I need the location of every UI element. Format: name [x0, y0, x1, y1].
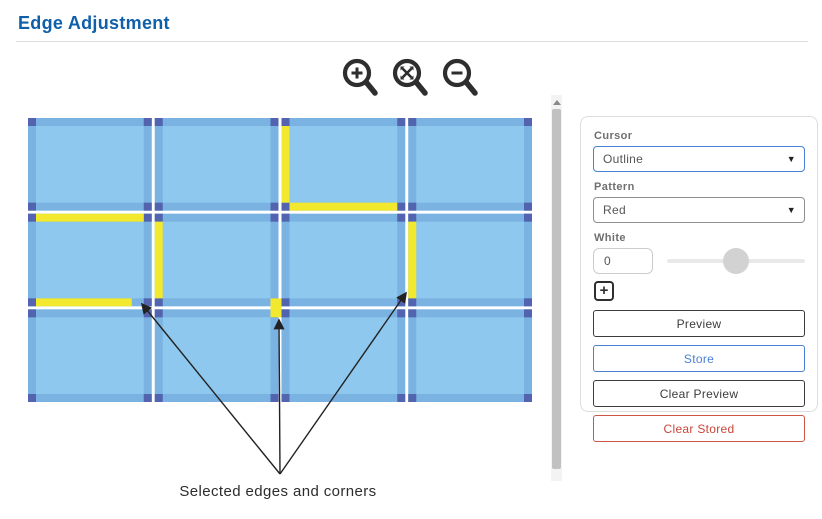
white-slider-thumb[interactable]: [723, 248, 749, 274]
cursor-select-value: Outline: [603, 152, 644, 166]
white-slider[interactable]: [667, 248, 805, 274]
scrollbar-thumb[interactable]: [552, 109, 561, 469]
pattern-select[interactable]: Red ▼: [593, 197, 805, 223]
chevron-down-icon: ▼: [786, 205, 796, 215]
pattern-label: Pattern: [594, 181, 635, 193]
zoom-in-icon: [341, 58, 381, 104]
scroll-up-icon[interactable]: [553, 100, 561, 105]
zoom-out-button[interactable]: [441, 57, 481, 101]
zoom-in-button[interactable]: [341, 57, 381, 101]
page-title: Edge Adjustment: [18, 13, 170, 33]
cursor-select[interactable]: Outline ▼: [593, 146, 805, 172]
clear-stored-button[interactable]: Clear Stored: [593, 415, 805, 442]
white-label: White: [594, 232, 626, 244]
zoom-toolbar: [0, 57, 822, 101]
preview-button[interactable]: Preview: [593, 310, 805, 337]
vertical-scrollbar[interactable]: [551, 95, 562, 481]
zoom-fit-icon: [391, 58, 431, 104]
pattern-select-value: Red: [603, 203, 626, 217]
cursor-label: Cursor: [594, 130, 633, 142]
add-button[interactable]: +: [594, 281, 614, 301]
controls-panel: Cursor Outline ▼ Pattern Red ▼ White + P…: [580, 116, 818, 442]
zoom-fit-button[interactable]: [391, 57, 431, 101]
zoom-out-icon: [441, 58, 481, 104]
chevron-down-icon: ▼: [786, 154, 796, 164]
white-value-input[interactable]: [593, 248, 653, 274]
annotation-caption: Selected edges and corners: [179, 483, 377, 500]
clear-preview-button[interactable]: Clear Preview: [593, 380, 805, 407]
title-divider: [16, 41, 808, 42]
store-button[interactable]: Store: [593, 345, 805, 372]
white-row: [593, 248, 805, 274]
edge-grid-canvas[interactable]: [28, 118, 532, 402]
